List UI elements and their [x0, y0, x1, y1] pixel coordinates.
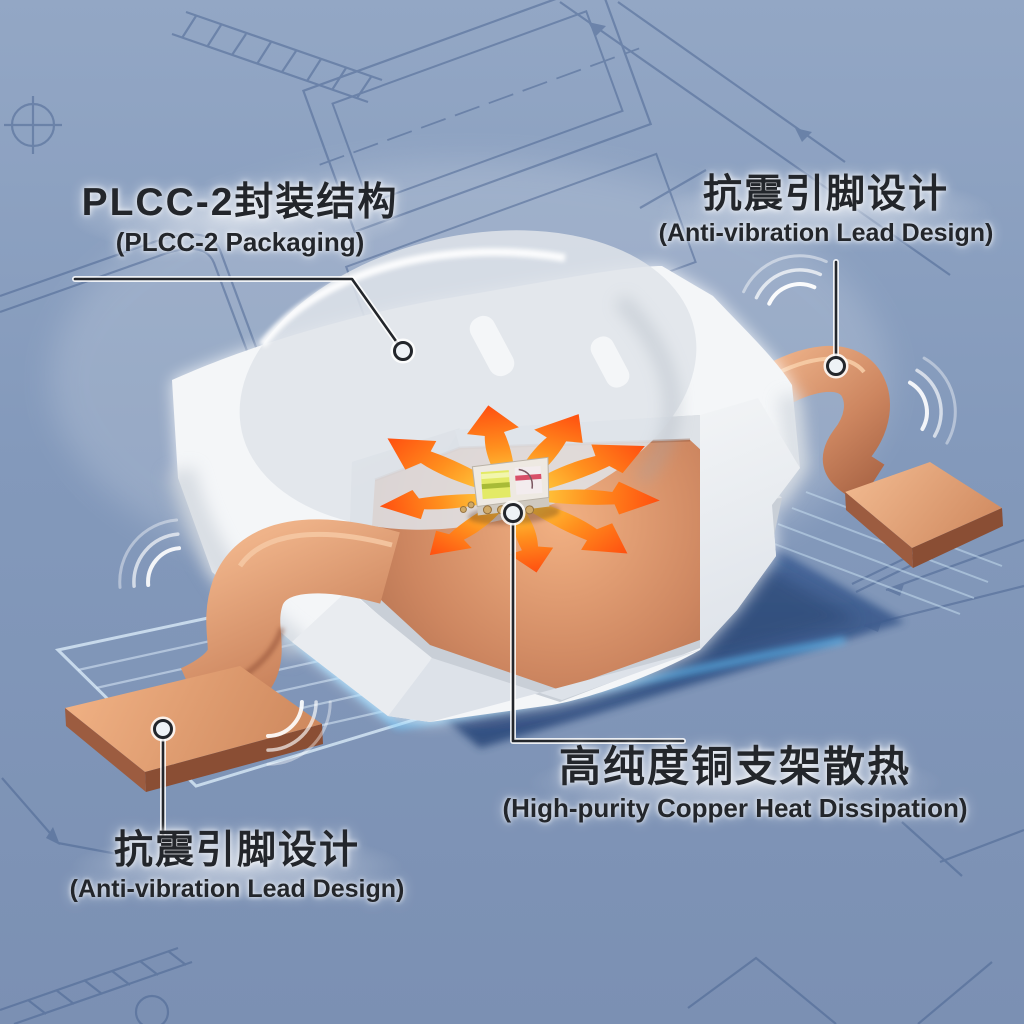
right-lead — [756, 345, 1003, 568]
left-lead-foot — [65, 666, 322, 772]
right-lead-foot — [845, 462, 1002, 548]
leader-package — [72, 276, 416, 364]
leader-right-lead — [823, 259, 849, 379]
leader-heat-sink — [500, 500, 686, 744]
left-lead — [65, 519, 400, 792]
leader-lines — [72, 259, 849, 839]
dome-lens — [239, 230, 697, 530]
package-right-pillar — [700, 398, 800, 650]
vibration-arcs — [118, 254, 957, 766]
leader-left-lead — [150, 716, 176, 839]
blueprint-hatch-rails — [171, 10, 383, 104]
